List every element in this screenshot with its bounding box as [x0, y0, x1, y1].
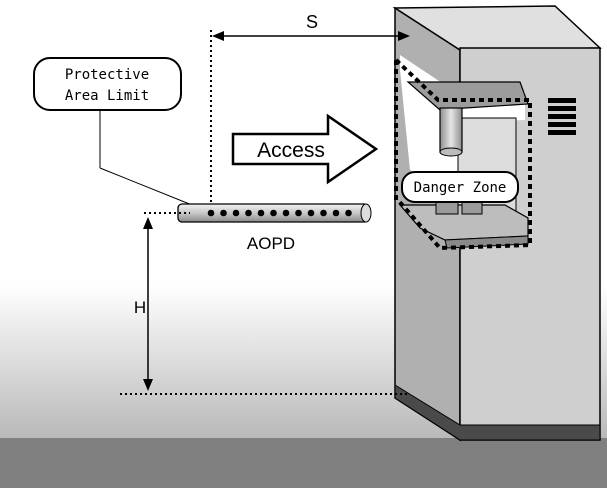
vent-grille-icon [548, 98, 576, 135]
access-label: Access [257, 139, 325, 162]
machine-base [394, 384, 601, 441]
protective-area-label-line2: Area Limit [65, 88, 149, 104]
danger-zone-callout [401, 171, 519, 203]
ground-strip [0, 438, 607, 488]
beam-dot [207, 209, 215, 217]
beam-dot [270, 209, 277, 217]
machine [392, 5, 602, 442]
beam-dot [332, 209, 340, 217]
height-h-label: H [134, 298, 146, 317]
protective-area-callout [33, 57, 193, 206]
beam-dot [232, 209, 240, 217]
protective-area-label-line1: Protective [65, 67, 149, 83]
beam-dot [295, 209, 302, 217]
danger-zone-label: Danger Zone [414, 180, 507, 196]
beam-dot [220, 209, 227, 217]
machine-spindle [439, 107, 463, 153]
danger-zone-outline [394, 58, 532, 251]
access-arrow [231, 113, 379, 185]
machine-upper-head [406, 81, 529, 111]
beam-dot [345, 209, 352, 217]
beam-dot [320, 209, 327, 217]
distance-s-label: S [306, 12, 318, 32]
beam-dot [307, 209, 315, 217]
aopd-label: AOPD [247, 234, 295, 253]
distance-s-dimension [210, 30, 410, 203]
beam-dot [282, 209, 290, 217]
height-h-dimension [120, 212, 410, 395]
aopd-beam-dots [207, 209, 352, 217]
beam-dot [257, 209, 265, 217]
beam-dot [245, 209, 252, 217]
right-arrow-icon [231, 113, 379, 185]
